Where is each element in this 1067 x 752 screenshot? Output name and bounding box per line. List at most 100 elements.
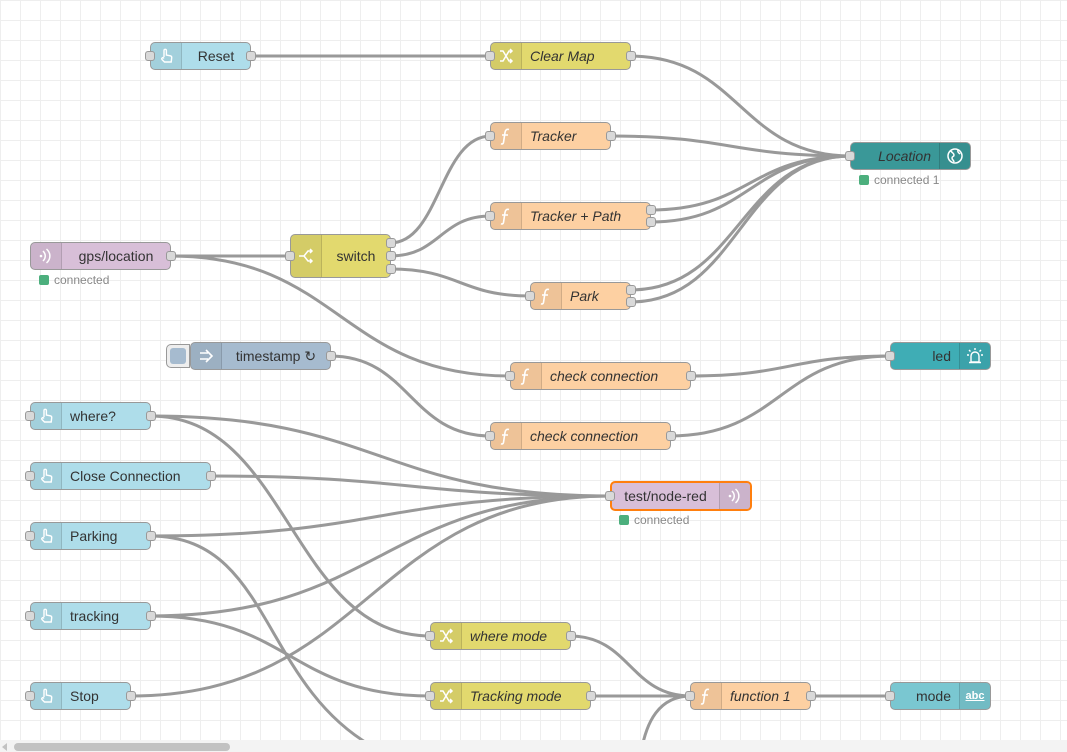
function-1-node[interactable]: function 1 xyxy=(685,682,816,710)
where-mode-node[interactable]: where mode xyxy=(425,622,576,650)
output-port[interactable] xyxy=(666,431,676,441)
output-port-2[interactable] xyxy=(626,297,636,307)
wire-checkconnection1-led[interactable] xyxy=(689,354,892,378)
wire-close-testnodered[interactable] xyxy=(209,474,612,498)
status-dot xyxy=(39,275,49,285)
clear-map-node[interactable]: Clear Map xyxy=(485,42,636,70)
button-port[interactable] xyxy=(145,51,155,61)
input-port[interactable] xyxy=(485,211,495,221)
mode-node[interactable]: mode abc xyxy=(885,682,991,710)
wire-where-testnodered[interactable] xyxy=(149,414,612,498)
input-port[interactable] xyxy=(685,691,695,701)
wire-checkconnection2-led[interactable] xyxy=(669,354,892,438)
close-connection-node[interactable]: Close Connection xyxy=(25,462,216,490)
button-port[interactable] xyxy=(25,691,35,701)
wire-wheremode-function1[interactable] xyxy=(569,634,692,698)
output-port[interactable] xyxy=(246,51,256,61)
output-port[interactable] xyxy=(326,351,336,361)
output-port-1[interactable] xyxy=(626,285,636,295)
tracker-path-node[interactable]: Tracker + Path xyxy=(485,202,656,230)
radio-waves-icon xyxy=(31,243,62,269)
function-icon xyxy=(531,283,562,309)
input-port[interactable] xyxy=(425,691,435,701)
wire-stop-testnodered[interactable] xyxy=(129,494,612,698)
hand-icon xyxy=(31,683,62,709)
input-port[interactable] xyxy=(505,371,515,381)
output-port-2[interactable] xyxy=(386,251,396,261)
input-port[interactable] xyxy=(885,691,895,701)
output-port[interactable] xyxy=(206,471,216,481)
input-port[interactable] xyxy=(485,51,495,61)
wire-timestamp-checkconnection[interactable] xyxy=(329,354,492,438)
output-port-1[interactable] xyxy=(386,238,396,248)
output-port[interactable] xyxy=(606,131,616,141)
output-port[interactable] xyxy=(686,371,696,381)
wire-switch-tracker[interactable] xyxy=(389,134,492,245)
output-port[interactable] xyxy=(626,51,636,61)
wire-clearmap-location[interactable] xyxy=(629,54,852,158)
tracker-label: Tracker xyxy=(530,128,577,144)
wire-park-location-2[interactable] xyxy=(629,154,852,304)
wire-tracking-trackingmode[interactable] xyxy=(149,614,432,698)
timestamp-node[interactable]: timestamp ↻ xyxy=(190,342,336,370)
output-port[interactable] xyxy=(146,411,156,421)
output-port[interactable] xyxy=(146,611,156,621)
wire-where-wheremode[interactable] xyxy=(149,414,432,638)
abc-badge: abc xyxy=(965,690,985,702)
reset-node[interactable]: Reset xyxy=(145,42,256,70)
output-port[interactable] xyxy=(566,631,576,641)
wire-trackerpath-location-1[interactable] xyxy=(649,154,852,212)
stop-node[interactable]: Stop xyxy=(25,682,136,710)
horizontal-scrollbar[interactable] xyxy=(0,740,1067,752)
tracker-node[interactable]: Tracker xyxy=(485,122,616,150)
output-port-3[interactable] xyxy=(386,264,396,274)
wire-tracking-testnodered[interactable] xyxy=(149,494,612,618)
scroll-left-arrow-icon[interactable] xyxy=(2,743,7,751)
output-port[interactable] xyxy=(166,251,176,261)
switch-node[interactable]: switch xyxy=(285,234,396,278)
tracking-node[interactable]: tracking xyxy=(25,602,156,630)
status-dot xyxy=(859,175,869,185)
output-port[interactable] xyxy=(146,531,156,541)
input-port[interactable] xyxy=(285,251,295,261)
wire-trackerpath-location-2[interactable] xyxy=(649,154,852,224)
wire-tracker-location[interactable] xyxy=(609,134,852,158)
input-port[interactable] xyxy=(425,631,435,641)
input-port[interactable] xyxy=(485,431,495,441)
wire-switch-trackerpath[interactable] xyxy=(389,214,492,258)
input-port[interactable] xyxy=(885,351,895,361)
shuffle-icon xyxy=(431,683,462,709)
led-node[interactable]: led xyxy=(885,342,991,370)
output-port[interactable] xyxy=(806,691,816,701)
where-node[interactable]: where? xyxy=(25,402,156,430)
wire-gps-checkconnection[interactable] xyxy=(169,254,512,378)
location-node[interactable]: Location xyxy=(845,142,971,170)
stop-label: Stop xyxy=(70,688,99,704)
parking-node[interactable]: Parking xyxy=(25,522,156,550)
wire-switch-park[interactable] xyxy=(389,267,532,298)
park-node[interactable]: Park xyxy=(525,282,636,310)
scrollbar-thumb[interactable] xyxy=(14,743,230,751)
test-node-red-node[interactable]: test/node-red xyxy=(605,481,752,511)
check-connection-node-1[interactable]: check connection xyxy=(505,362,696,390)
input-port[interactable] xyxy=(605,491,615,501)
button-port[interactable] xyxy=(25,411,35,421)
wire-parking-offscreen[interactable] xyxy=(149,534,371,747)
button-port[interactable] xyxy=(25,611,35,621)
check-connection-node-2[interactable]: check connection xyxy=(485,422,676,450)
output-port-1[interactable] xyxy=(646,205,656,215)
input-port[interactable] xyxy=(485,131,495,141)
wire-parking-testnodered[interactable] xyxy=(149,494,612,538)
output-port[interactable] xyxy=(586,691,596,701)
button-port[interactable] xyxy=(25,531,35,541)
input-port[interactable] xyxy=(525,291,535,301)
output-port-2[interactable] xyxy=(646,217,656,227)
check-connection-label: check connection xyxy=(550,368,659,384)
inject-button[interactable] xyxy=(166,344,190,368)
output-port[interactable] xyxy=(126,691,136,701)
input-port[interactable] xyxy=(845,151,855,161)
gps-location-node[interactable]: gps/location xyxy=(30,242,176,270)
button-port[interactable] xyxy=(25,471,35,481)
tracking-mode-node[interactable]: Tracking mode xyxy=(425,682,596,710)
